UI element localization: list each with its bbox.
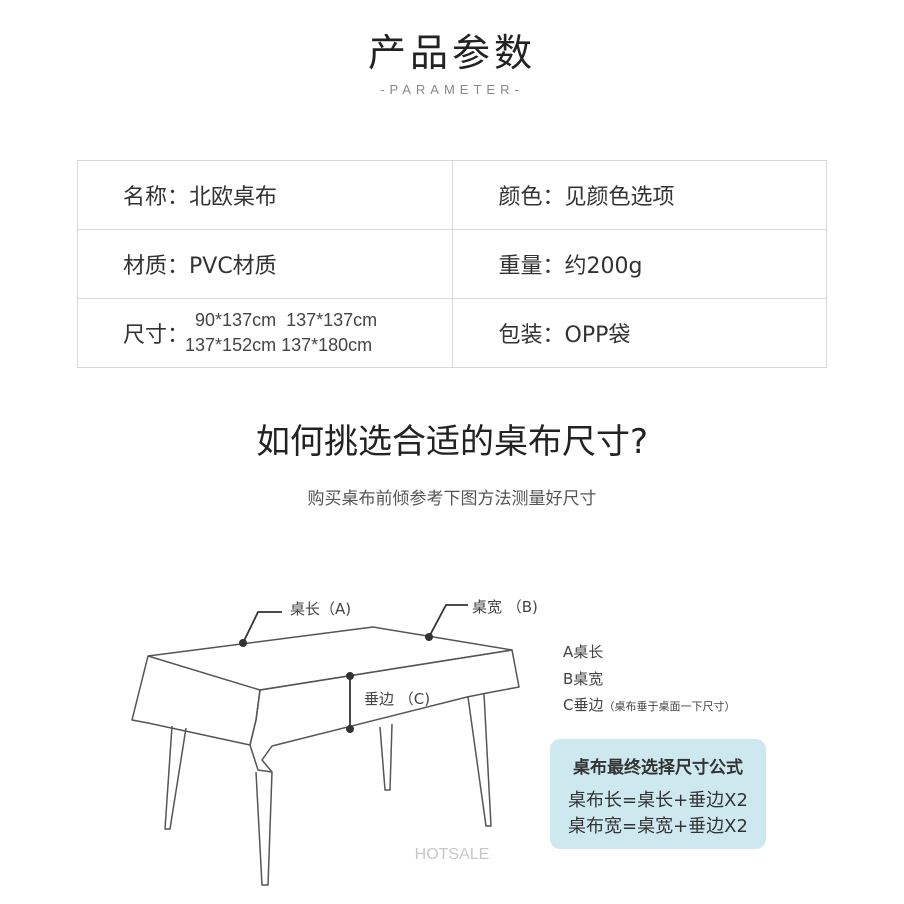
formula-box: 桌布最终选择尺寸公式 桌布长=桌长+垂边X2 桌布宽=桌宽+垂边X2 <box>550 739 766 849</box>
table-leg-back-left <box>164 725 187 830</box>
size-line-1: 90*137cm 137*137cm <box>195 310 378 330</box>
size-line-2: 137*152cm 137*180cm <box>185 335 373 355</box>
legend-c: C垂边（桌布垂于桌面一下尺寸） <box>563 694 735 715</box>
table-leg-back-mid <box>379 723 393 791</box>
parameter-table: 名称：北欧桌布 颜色：见颜色选项 材质：PVC材质 重量：约200g 尺寸：90… <box>77 160 827 368</box>
marker-a <box>239 639 247 647</box>
size-label: 尺寸： <box>123 323 190 348</box>
guide-subtitle: 购买桌布前倾参考下图方法测量好尺寸 <box>307 489 597 509</box>
marker-b <box>425 633 433 641</box>
table-row: 材质：PVC材质 重量：约200g <box>77 229 827 299</box>
legend-c-label: C垂边 <box>563 696 604 714</box>
label-table-width: 桌宽 （B) <box>472 598 538 616</box>
param-color: 颜色：见颜色选项 <box>451 160 827 230</box>
table-leg-front-left <box>255 771 273 886</box>
guide-title: 如何挑选合适的桌布尺寸? <box>255 422 649 462</box>
marker-c-top <box>346 672 354 680</box>
legend-a: A桌长 <box>563 643 604 661</box>
watermark: HOTSALE <box>414 846 490 863</box>
param-weight: 重量：约200g <box>451 229 827 299</box>
label-drop: 垂边 （C) <box>364 690 431 708</box>
table-row: 尺寸：90*137cm 137*137cm 137*152cm 137*180cm… <box>77 298 827 368</box>
section-subtitle: -PARAMETER- <box>380 82 524 97</box>
size-values: 90*137cm 137*137cm 137*152cm 137*180cm <box>185 308 377 358</box>
front-drape <box>249 649 520 773</box>
table-row: 名称：北欧桌布 颜色：见颜色选项 <box>77 160 827 230</box>
table-leg-front-right <box>467 693 492 827</box>
left-drape <box>131 655 261 746</box>
leader-a <box>242 611 282 644</box>
formula-width: 桌布宽=桌宽+垂边X2 <box>568 816 748 837</box>
formula-title: 桌布最终选择尺寸公式 <box>573 758 743 778</box>
formula-length: 桌布长=桌长+垂边X2 <box>568 790 748 811</box>
section-title: 产品参数 <box>367 31 536 75</box>
label-table-length: 桌长（A) <box>290 600 352 618</box>
param-size: 尺寸：90*137cm 137*137cm 137*152cm 137*180cm <box>77 298 453 368</box>
leader-b <box>428 604 468 638</box>
legend-b: B桌宽 <box>563 670 604 688</box>
legend-c-note: （桌布垂于桌面一下尺寸） <box>603 700 736 713</box>
param-package: 包装：OPP袋 <box>451 298 827 368</box>
marker-c-bottom <box>346 725 354 733</box>
